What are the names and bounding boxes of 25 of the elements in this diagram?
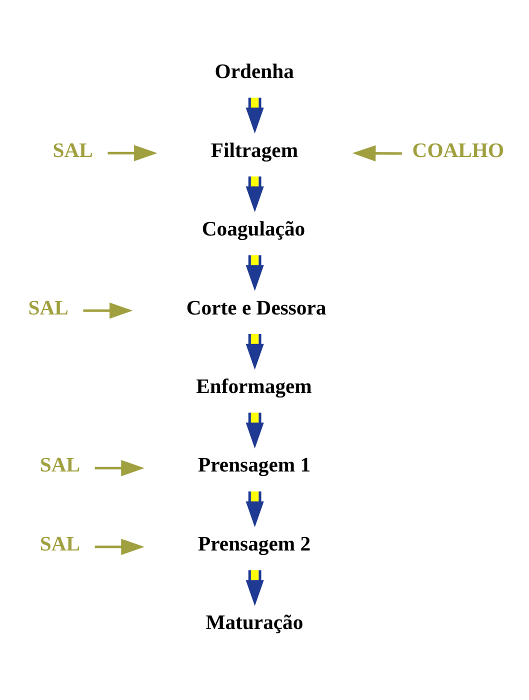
arrow (94, 538, 144, 555)
node-text: Ordenha (214, 61, 294, 84)
node-text: Prensagem 2 (198, 533, 311, 556)
arrow (352, 145, 402, 162)
arrow (83, 302, 133, 319)
arrow (246, 98, 264, 134)
arrow (246, 491, 264, 528)
node-text: Filtragem (210, 140, 298, 162)
arrow (94, 460, 144, 476)
arrow (246, 334, 264, 370)
node-text: SAL (40, 454, 80, 477)
node-text: SAL (28, 297, 68, 320)
node-text: SAL (52, 140, 93, 162)
node-text: Corte e Dessora (186, 297, 326, 320)
arrow (246, 570, 264, 606)
node-text: Enformagem (196, 376, 312, 398)
arrow (108, 145, 158, 162)
arrow (246, 176, 264, 212)
node-text: COALHO (412, 140, 504, 162)
node-text: Prensagem 1 (198, 454, 311, 477)
node-text: Maturação (206, 612, 304, 634)
node-text: Coagulação (202, 218, 306, 240)
arrow (246, 412, 264, 448)
node-text: SAL (40, 533, 80, 556)
arrow (246, 255, 264, 291)
